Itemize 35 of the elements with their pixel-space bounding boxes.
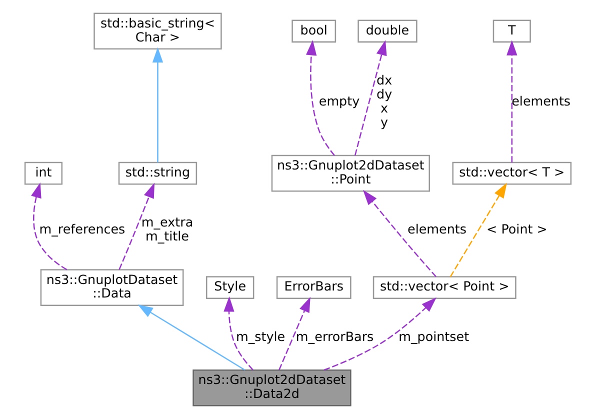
arrow (506, 40, 517, 162)
arrow (30, 182, 67, 270)
arrow (152, 47, 163, 162)
arrow (449, 182, 506, 278)
node-box: Style (205, 276, 254, 299)
arrow (137, 304, 245, 371)
arrow (306, 40, 334, 156)
edge-label: elements (407, 222, 466, 237)
node-box: ns3::GnuplotDataset ::Data (40, 269, 184, 306)
edge-label: elements (511, 93, 570, 108)
node-box: int (24, 162, 62, 185)
edge-label: m_errorBars (295, 328, 374, 344)
arrow (278, 296, 310, 370)
arrow (118, 182, 154, 270)
edge-label: empty (318, 93, 360, 108)
node-box: ns3::Gnuplot2dDataset ::Point (270, 154, 430, 192)
edge-label: m_references (38, 222, 125, 237)
arrow (354, 40, 386, 156)
node-box: double (357, 20, 417, 43)
edge-label: m_pointset (398, 328, 469, 344)
node-box: std::basic_string< Char > (93, 12, 222, 50)
arrow (323, 297, 436, 371)
arrow (362, 190, 436, 278)
node-box: bool (291, 20, 336, 43)
node-box: ns3::Gnuplot2dDataset ::Data2d (192, 369, 351, 406)
edge-label: m_style (235, 328, 285, 344)
node-box: ErrorBars (276, 276, 351, 299)
arrow (223, 296, 254, 370)
edge-label: m_extra m_title (140, 214, 193, 244)
edge-label: dx dy x y (376, 72, 392, 130)
node-box: T (492, 20, 530, 43)
node-box: std::vector< Point > (372, 276, 516, 299)
edge-label: < Point > (486, 222, 547, 237)
node-box: std::vector< T > (452, 162, 572, 185)
node-box: std::string (118, 162, 197, 185)
